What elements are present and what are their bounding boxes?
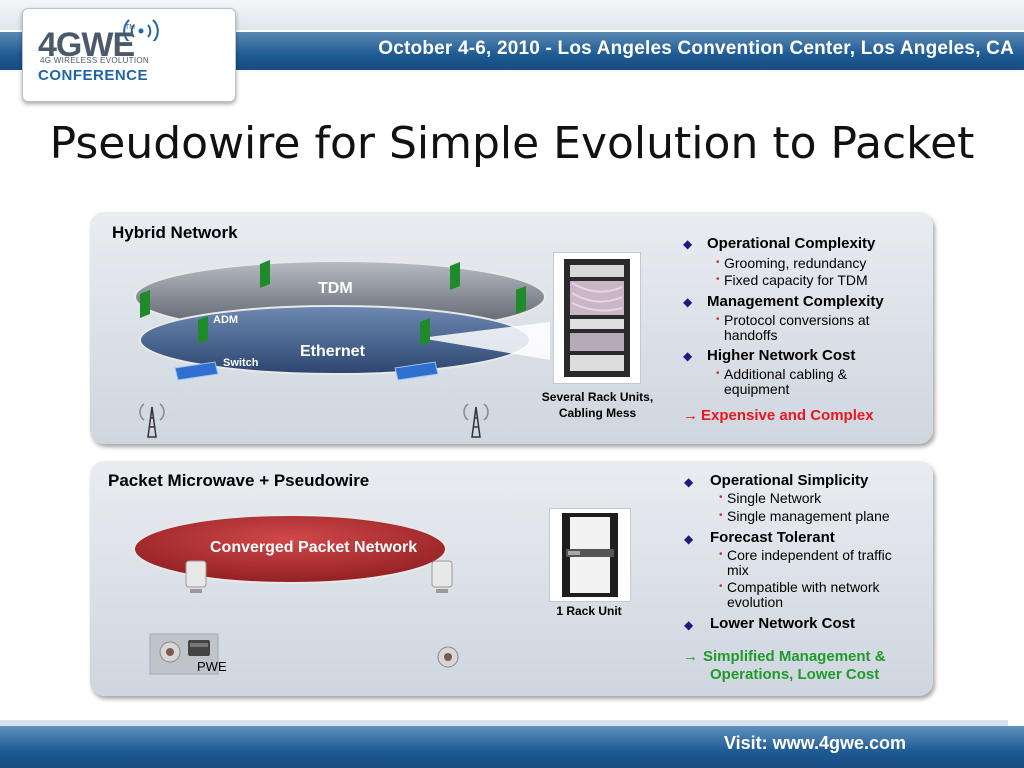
adm-node-icon (450, 262, 460, 290)
footer-visit-link[interactable]: Visit: www.4gwe.com (723, 733, 906, 753)
sub-bullet: Fixed capacity for TDM (724, 272, 868, 288)
sub-bullet: Single Network (727, 490, 822, 506)
logo-main-text: 4GWE (38, 26, 135, 64)
packet-conclusion-line2: Operations, Lower Cost (710, 666, 880, 683)
packet-conclusion-line1: Simplified Management & (703, 648, 886, 665)
logo-conference: CONFERENCE (38, 67, 149, 84)
bullet-operational-simplicity: Operational Simplicity (710, 472, 869, 489)
sub-bullet: Single management plane (727, 508, 890, 524)
switch-label: Switch (223, 357, 259, 369)
sub-bullet: Additional cabling & (724, 366, 847, 382)
bullet-dot-icon: • (716, 314, 720, 325)
pwe-label: PWE (197, 659, 227, 674)
sub-bullet: Compatible with network (727, 579, 880, 595)
bullet-forecast-tolerant: Forecast Tolerant (710, 529, 835, 546)
header-date-location: October 4-6, 2010 - Los Angeles Conventi… (378, 38, 1014, 59)
cell-tower-icon (139, 403, 165, 438)
slide-title: Pseudowire for Simple Evolution to Packe… (49, 118, 975, 169)
adm-node-icon (198, 316, 208, 344)
diamond-icon: ◆ (684, 532, 694, 546)
diamond-icon: ◆ (684, 475, 694, 489)
wireless-signal-icon (123, 19, 159, 41)
hybrid-network-diagram (134, 260, 550, 438)
diamond-icon: ◆ (683, 237, 693, 251)
bullet-dot-icon: • (719, 492, 723, 503)
microwave-unit-icon (431, 560, 453, 593)
cell-tower-icon (463, 403, 489, 438)
arrow-right-icon: → (683, 407, 698, 424)
tdm-label: TDM (318, 280, 353, 297)
single-rack-caption: 1 Rack Unit (556, 604, 622, 618)
bullet-higher-network-cost: Higher Network Cost (707, 347, 856, 364)
packet-microwave-panel: Packet Microwave + Pseudowire (90, 461, 933, 696)
microwave-unit-icon (185, 560, 207, 593)
radio-antenna-icon (437, 646, 459, 668)
hybrid-conclusion: Expensive and Complex (701, 407, 874, 424)
bullet-dot-icon: • (719, 549, 723, 560)
rack-image (553, 252, 641, 384)
bullet-lower-network-cost: Lower Network Cost (710, 615, 856, 632)
sub-bullet: handoffs (724, 327, 778, 343)
bullet-management-complexity: Management Complexity (707, 293, 884, 310)
arrow-right-icon: → (683, 648, 698, 665)
ethernet-label: Ethernet (300, 343, 365, 360)
adm-node-icon (420, 318, 430, 346)
footer-light-band (0, 720, 1008, 728)
adm-node-icon (260, 260, 270, 288)
logo (22, 8, 236, 102)
footer-bar (0, 726, 1024, 768)
single-rack-image (549, 508, 631, 602)
sub-bullet: Protocol conversions at (724, 312, 870, 328)
bullet-dot-icon: • (716, 274, 720, 285)
adm-node-icon (140, 290, 150, 318)
sub-bullet: Grooming, redundancy (724, 255, 867, 271)
radio-antenna-icon (159, 641, 181, 663)
bullet-operational-complexity: Operational Complexity (707, 235, 876, 252)
bullet-dot-icon: • (719, 510, 723, 521)
bullet-dot-icon: • (719, 581, 723, 592)
diamond-icon: ◆ (684, 618, 694, 632)
switch-icon (394, 361, 439, 381)
bullet-dot-icon: • (716, 368, 720, 379)
adm-node-icon (516, 286, 526, 314)
diamond-icon: ◆ (683, 295, 693, 309)
sub-bullet: evolution (727, 594, 784, 610)
logo-subtitle: 4G WIRELESS EVOLUTION (40, 56, 149, 65)
bullet-dot-icon: • (716, 257, 720, 268)
adm-label: ADM (213, 314, 239, 326)
logo-tm: TM (125, 24, 136, 31)
hybrid-network-panel: Hybrid Network (90, 212, 933, 444)
packet-network-diagram (133, 514, 460, 675)
packet-microwave-title: Packet Microwave + Pseudowire (108, 471, 370, 490)
sub-bullet: Core independent of traffic (727, 547, 892, 563)
sub-bullet: mix (727, 562, 749, 578)
pwe-device-icon (188, 640, 210, 656)
switch-icon (174, 361, 219, 381)
sub-bullet: equipment (724, 381, 790, 397)
rack-caption: Several Rack Units, Cabling Mess (541, 390, 654, 420)
converged-network-label: Converged Packet Network (210, 539, 418, 556)
hybrid-network-title: Hybrid Network (112, 223, 238, 242)
diamond-icon: ◆ (683, 349, 693, 363)
